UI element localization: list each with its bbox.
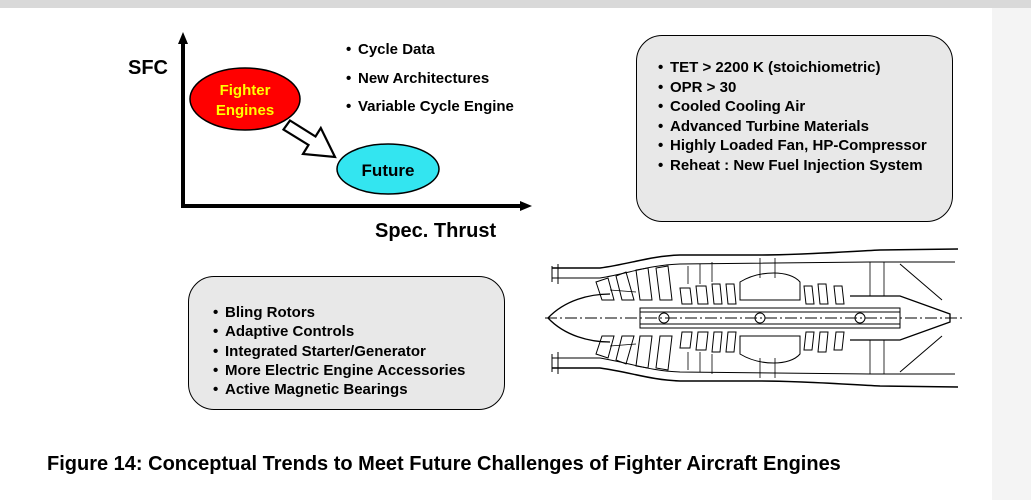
list-item: Variable Cycle Engine (346, 93, 514, 122)
trend-arrow (281, 119, 337, 159)
trend-bullet-list: Cycle Data New Architectures Variable Cy… (346, 36, 514, 122)
fighter-bubble-line2: Engines (216, 102, 274, 119)
list-item: Active Magnetic Bearings (213, 380, 465, 400)
x-axis-arrowhead (520, 201, 532, 211)
list-item: Highly Loaded Fan, HP-Compressor (658, 136, 948, 156)
y-axis-arrowhead (178, 32, 188, 44)
list-item: Bling Rotors (213, 303, 465, 323)
list-item: Adaptive Controls (213, 322, 465, 342)
x-axis-label: Spec. Thrust (375, 220, 497, 242)
technology-requirements-list: TET > 2200 K (stoichiometric) OPR > 30 C… (658, 58, 948, 175)
list-item: New Architectures (346, 65, 514, 94)
future-bubble-label: Future (362, 161, 415, 180)
fighter-bubble-line1: Fighter (220, 82, 271, 99)
top-bar (0, 0, 1031, 8)
list-item: OPR > 30 (658, 78, 948, 98)
page-margin-strip (992, 8, 1031, 500)
list-item: Reheat : New Fuel Injection System (658, 156, 948, 176)
list-item: Integrated Starter/Generator (213, 342, 465, 362)
list-item: TET > 2200 K (stoichiometric) (658, 58, 948, 78)
list-item: Advanced Turbine Materials (658, 117, 948, 137)
list-item: More Electric Engine Accessories (213, 361, 465, 381)
list-item: Cycle Data (346, 36, 514, 65)
future-bubble (336, 143, 440, 195)
fighter-engines-bubble (189, 67, 301, 131)
engine-features-list: Bling Rotors Adaptive Controls Integrate… (213, 303, 465, 400)
y-axis-label: SFC (128, 57, 168, 79)
list-item: Cooled Cooling Air (658, 97, 948, 117)
figure-caption: Figure 14: Conceptual Trends to Meet Fut… (47, 453, 841, 475)
engine-cross-section-drawing (545, 248, 962, 388)
